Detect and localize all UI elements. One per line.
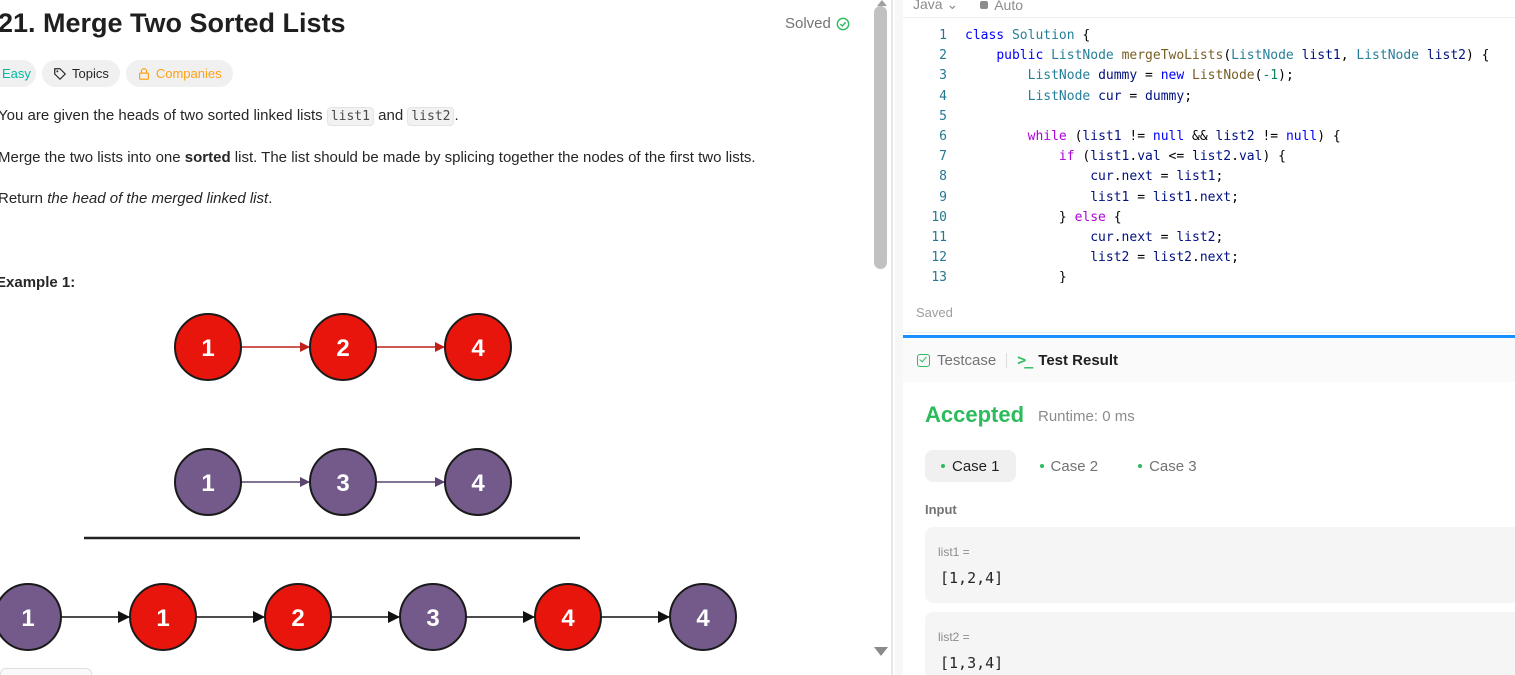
tab-testcase[interactable]: Testcase: [917, 352, 996, 369]
code-line: 11 cur.next = list2;: [931, 229, 1224, 245]
node-value: 3: [426, 605, 439, 632]
check-circle-icon: [836, 17, 850, 30]
inline-code: list1: [326, 107, 374, 126]
desc-paragraph-2: Merge the two lists into one sorted list…: [0, 149, 756, 166]
editor-toolbar: Java ⌄ Auto: [903, 0, 1515, 18]
input-variable-box: list1 = [1,2,4]: [925, 527, 1515, 603]
description-scrollbar-thumb[interactable]: [874, 6, 887, 269]
code-line: 12 list2 = list2.next;: [931, 250, 1239, 266]
solved-status: Solved: [785, 15, 850, 32]
node-value: 3: [336, 470, 349, 497]
list-node: [669, 583, 737, 651]
list-node: [444, 313, 512, 381]
list-node: [399, 583, 467, 651]
tab-separator: [1006, 352, 1008, 368]
lock-icon: [138, 67, 149, 80]
save-status: Saved: [916, 305, 953, 320]
panel-divider[interactable]: [891, 0, 893, 675]
scroll-down-arrow-icon[interactable]: [874, 647, 888, 656]
node-value: 1: [201, 335, 214, 362]
list-node: [534, 583, 602, 651]
variable-name: list1 =: [938, 545, 970, 559]
tag-row: Easy Topics Companies: [0, 60, 233, 87]
pass-dot-icon: [1039, 464, 1044, 468]
node-value: 4: [471, 335, 485, 362]
list-node: [174, 448, 242, 516]
input-heading: Input: [925, 502, 957, 517]
problem-title: 21. Merge Two Sorted Lists: [0, 8, 346, 38]
list-node: [174, 313, 242, 381]
terminal-icon: >_: [1017, 351, 1033, 369]
difficulty-badge: Easy: [0, 60, 36, 87]
tab-case-2[interactable]: Case 2: [1024, 450, 1115, 482]
node-value: 1: [201, 470, 214, 497]
language-select[interactable]: Java ⌄: [913, 0, 958, 13]
active-panel-indicator: [903, 335, 1515, 338]
list-node: [264, 583, 332, 651]
topics-button[interactable]: Topics: [42, 60, 120, 87]
merge-diagram: 1 2 4 1 3 4 1 1 2 3 4 4: [0, 313, 737, 651]
node-value: 4: [471, 470, 485, 497]
code-line: 5: [939, 108, 947, 124]
list-node: [309, 313, 377, 381]
variable-name: list2 =: [938, 630, 970, 644]
scroll-up-arrow-icon[interactable]: [877, 0, 887, 6]
list-node: [129, 583, 197, 651]
code-line: 9 list1 = list1.next;: [939, 189, 1239, 205]
node-value: 1: [21, 605, 34, 632]
panel-gutter: [895, 0, 903, 675]
node-value: 4: [696, 605, 710, 632]
node-value: 1: [156, 605, 169, 632]
test-result-panel: Testcase >_ Test Result Accepted Runtime…: [903, 335, 1515, 675]
description-panel: 21. Merge Two Sorted Lists Solved Easy T…: [0, 8, 850, 675]
code-line: 3 ListNode dummy = new ListNode(-1);: [939, 68, 1294, 84]
bottom-tab-stub: [0, 668, 92, 675]
code-line: 4 ListNode cur = dummy;: [939, 88, 1193, 104]
code-line: 10 } else {: [931, 209, 1122, 225]
tab-case-1[interactable]: Case 1: [925, 450, 1016, 482]
variable-value: [1,3,4]: [940, 654, 1004, 672]
checkbox-icon: [917, 353, 930, 367]
pass-dot-icon: [941, 464, 945, 468]
tab-case-3[interactable]: Case 3: [1122, 450, 1213, 482]
variable-value: [1,2,4]: [940, 569, 1004, 587]
runtime-label: Runtime: 0 ms: [1038, 408, 1135, 425]
tag-icon: [54, 67, 66, 80]
companies-button[interactable]: Companies: [125, 60, 233, 87]
list-node: [0, 583, 62, 651]
code-line: 13 }: [931, 270, 1067, 283]
result-status: Accepted: [925, 402, 1025, 427]
chevron-down-icon: ⌄: [946, 0, 959, 12]
list-node: [444, 448, 512, 516]
example-heading: Example 1:: [0, 274, 76, 291]
code-line: 2 public ListNode mergeTwoLists(ListNode…: [939, 48, 1490, 64]
companies-label: Companies: [155, 66, 222, 81]
result-tab-bar: Testcase >_ Test Result: [903, 338, 1515, 382]
node-value: 2: [291, 605, 304, 632]
inline-code: list2: [407, 107, 455, 126]
topics-label: Topics: [72, 66, 109, 81]
desc-paragraph-1: You are given the heads of two sorted li…: [0, 107, 459, 126]
code-line: 8 cur.next = list1;: [939, 169, 1224, 185]
list-node: [309, 448, 377, 516]
input-variable-box: list2 = [1,3,4]: [925, 612, 1515, 675]
code-line: 6 while (list1 != null && list2 != null)…: [939, 128, 1341, 144]
desc-paragraph-3: Return the head of the merged linked lis…: [0, 190, 273, 207]
auto-mode-toggle[interactable]: Auto: [980, 0, 1023, 13]
node-value: 4: [561, 605, 575, 632]
node-value: 2: [336, 335, 349, 362]
case-tabs: Case 1 Case 2 Case 3: [925, 450, 1213, 482]
tab-test-result[interactable]: >_ Test Result: [1017, 351, 1119, 369]
pass-dot-icon: [1138, 464, 1143, 468]
solved-label: Solved: [785, 15, 831, 32]
code-line: 7 if (list1.val <= list2.val) {: [939, 149, 1286, 165]
